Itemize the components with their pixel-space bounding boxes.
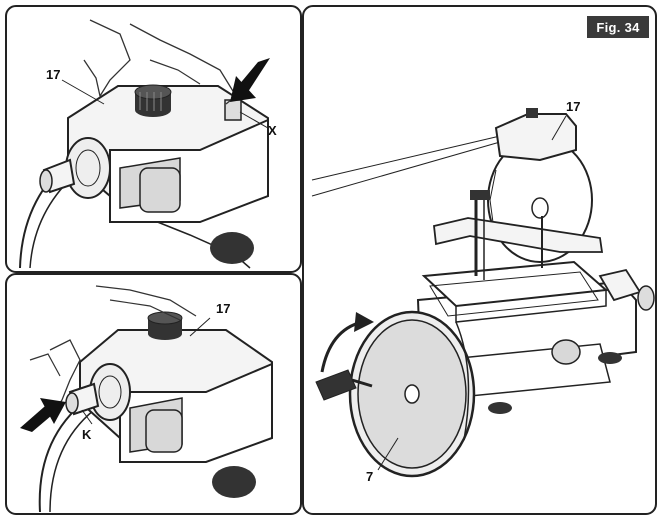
blade-hub — [210, 232, 254, 264]
figure-number-badge: Fig. 34 — [587, 16, 649, 38]
bottom-left-illustration — [20, 285, 273, 513]
panel-frame-right — [302, 5, 657, 515]
panel-frame-top-left — [5, 5, 302, 273]
handwheel-grip — [315, 369, 357, 401]
slicer-guard-17 — [494, 113, 577, 162]
foot — [488, 402, 512, 414]
callout-k: K — [82, 427, 92, 442]
callout-17-right: 17 — [566, 99, 581, 114]
top-left-illustration — [19, 19, 270, 269]
callout-17-top-left: 17 — [46, 67, 61, 82]
side-disc — [65, 137, 111, 199]
panel-frame-bottom-left — [5, 273, 302, 515]
foot — [598, 352, 622, 364]
callout-17-bottom-left: 17 — [216, 301, 231, 316]
callout-7: 7 — [366, 469, 374, 484]
right-illustration — [311, 108, 655, 478]
callout-x: X — [268, 123, 277, 138]
